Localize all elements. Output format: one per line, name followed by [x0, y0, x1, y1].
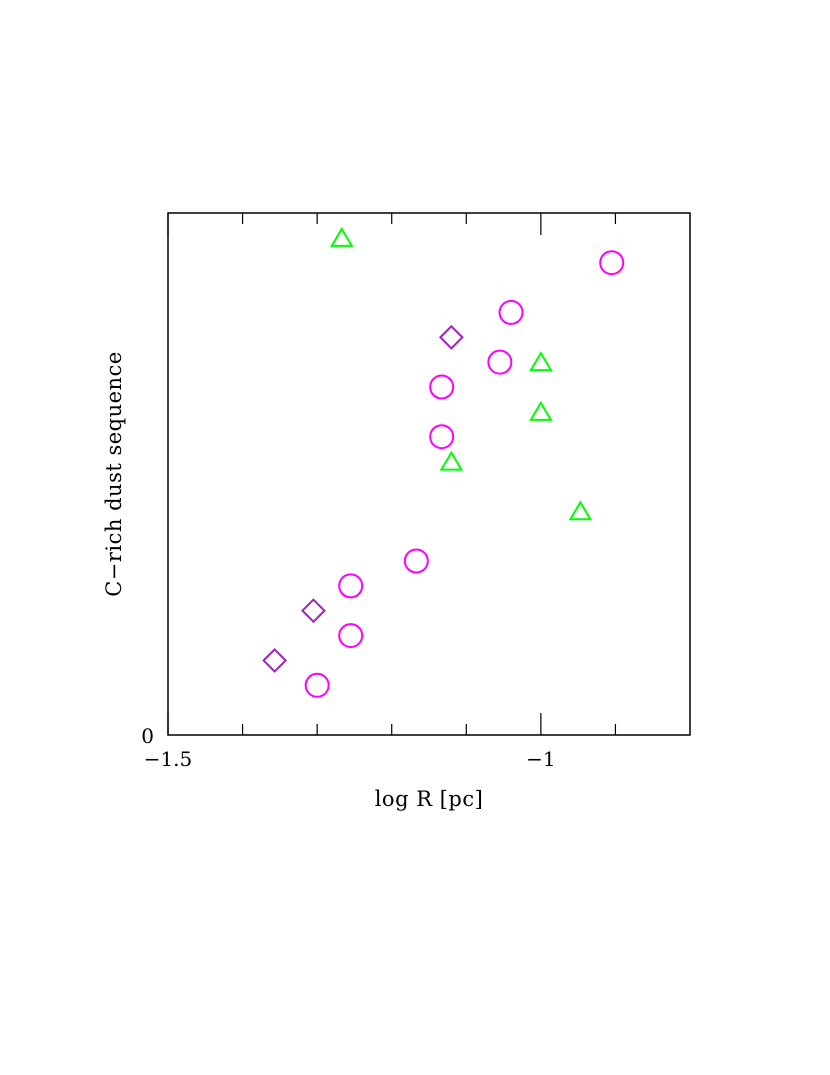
x-axis-label: log R [pc] — [375, 787, 484, 811]
triangle-marker — [529, 400, 553, 421]
circle-marker — [304, 672, 330, 698]
triangle-marker — [568, 500, 593, 521]
diamond-marker — [301, 598, 326, 624]
diamond-marker — [438, 324, 464, 350]
plot-frame — [167, 212, 691, 736]
y-tick-label: 0 — [141, 724, 154, 748]
diamond-marker — [262, 648, 288, 673]
data-markers — [262, 226, 625, 698]
triangle-marker — [439, 450, 464, 471]
circle-marker — [429, 374, 455, 400]
triangle-marker — [529, 351, 553, 372]
circle-marker — [338, 573, 364, 599]
tick-labels: −1.5 −1 0 — [141, 724, 555, 771]
circle-marker — [338, 623, 364, 649]
y-axis-label: C−rich dust sequence — [102, 351, 126, 597]
circle-marker — [487, 349, 513, 375]
circle-marker — [599, 250, 625, 276]
x-tick-label: −1.5 — [144, 747, 193, 771]
x-tick-label: −1 — [526, 747, 555, 771]
circle-marker — [403, 548, 429, 574]
circle-marker — [498, 299, 524, 325]
triangle-marker — [330, 226, 354, 247]
axis-ticks — [167, 213, 617, 735]
circle-marker — [429, 424, 455, 450]
